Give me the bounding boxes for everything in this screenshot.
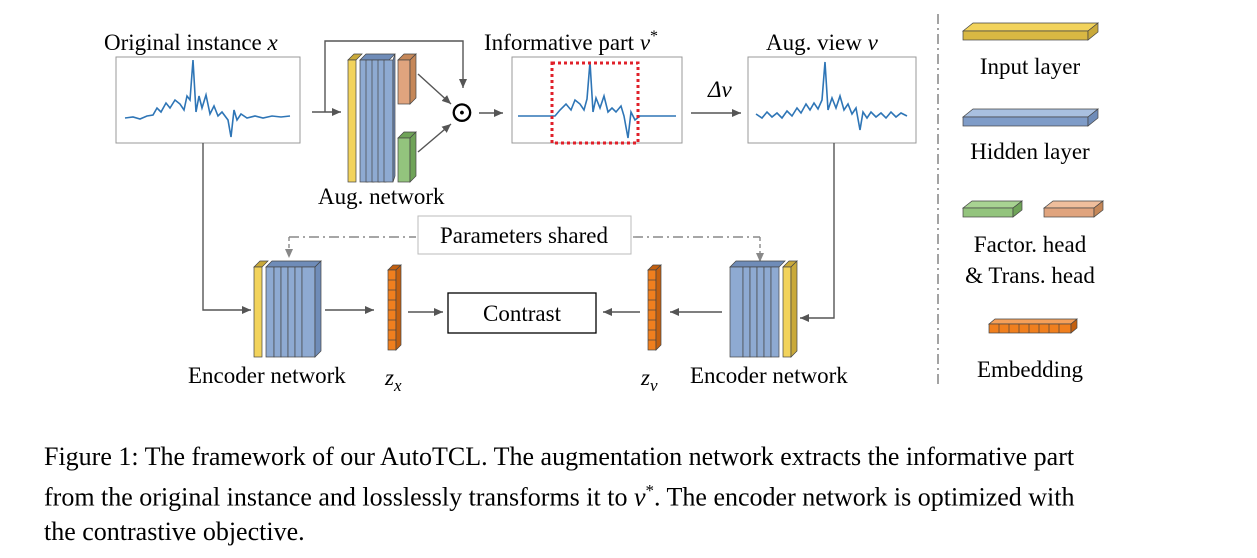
- aug-network-label: Aug. network: [318, 184, 445, 209]
- delta-v-label: Δv: [707, 77, 732, 102]
- embedding-zx: [387, 264, 402, 351]
- caption-line-3: the contrastive objective.: [44, 516, 305, 546]
- legend-hidden-layer-swatch: [962, 108, 1099, 127]
- legend-embedding: Embedding: [977, 357, 1084, 382]
- zx-label: zx: [384, 365, 402, 395]
- original-instance-label: Original instance x: [104, 30, 279, 55]
- parameters-shared-label: Parameters shared: [440, 223, 608, 248]
- aug-view-plot: [747, 56, 917, 144]
- informative-highlight-box: [550, 61, 640, 145]
- framework-diagram: Original instance x Aug. network ⊙: [104, 14, 1105, 395]
- aug-view-label: Aug. view v: [766, 30, 879, 55]
- legend-hidden-layer: Hidden layer: [970, 139, 1090, 164]
- encoder-network-right: [729, 260, 798, 358]
- figure-caption: Figure 1: The framework of our AutoTCL. …: [44, 440, 1244, 549]
- contrast-label: Contrast: [483, 301, 562, 326]
- legend-input-layer-swatch: [962, 22, 1099, 41]
- legend-trans-head-swatch: [1042, 200, 1105, 218]
- legend-trans-head: & Trans. head: [965, 263, 1095, 288]
- zv-label: zv: [640, 365, 658, 395]
- odot-symbol: ⊙: [449, 96, 474, 129]
- legend-input-layer: Input layer: [980, 54, 1081, 79]
- legend-factor-head: Factor. head: [974, 232, 1087, 257]
- encoder-network-left: [253, 260, 322, 358]
- aug-network: [347, 53, 417, 183]
- encoder-network-right-label: Encoder network: [690, 363, 848, 388]
- informative-part-label: Informative part v*: [484, 28, 658, 55]
- caption-line-2: from the original instance and losslessl…: [44, 481, 1075, 512]
- caption-line-1: Figure 1: The framework of our AutoTCL. …: [44, 442, 1075, 471]
- contrast-box: [447, 292, 597, 334]
- encoder-network-left-label: Encoder network: [188, 363, 346, 388]
- embedding-zv: [647, 264, 662, 351]
- original-instance-plot: [115, 56, 301, 144]
- parameters-shared-box: [417, 215, 632, 255]
- legend-embedding-swatch: [988, 318, 1078, 334]
- legend-factor-head-swatch: [961, 200, 1024, 218]
- informative-part-plot: [511, 56, 683, 145]
